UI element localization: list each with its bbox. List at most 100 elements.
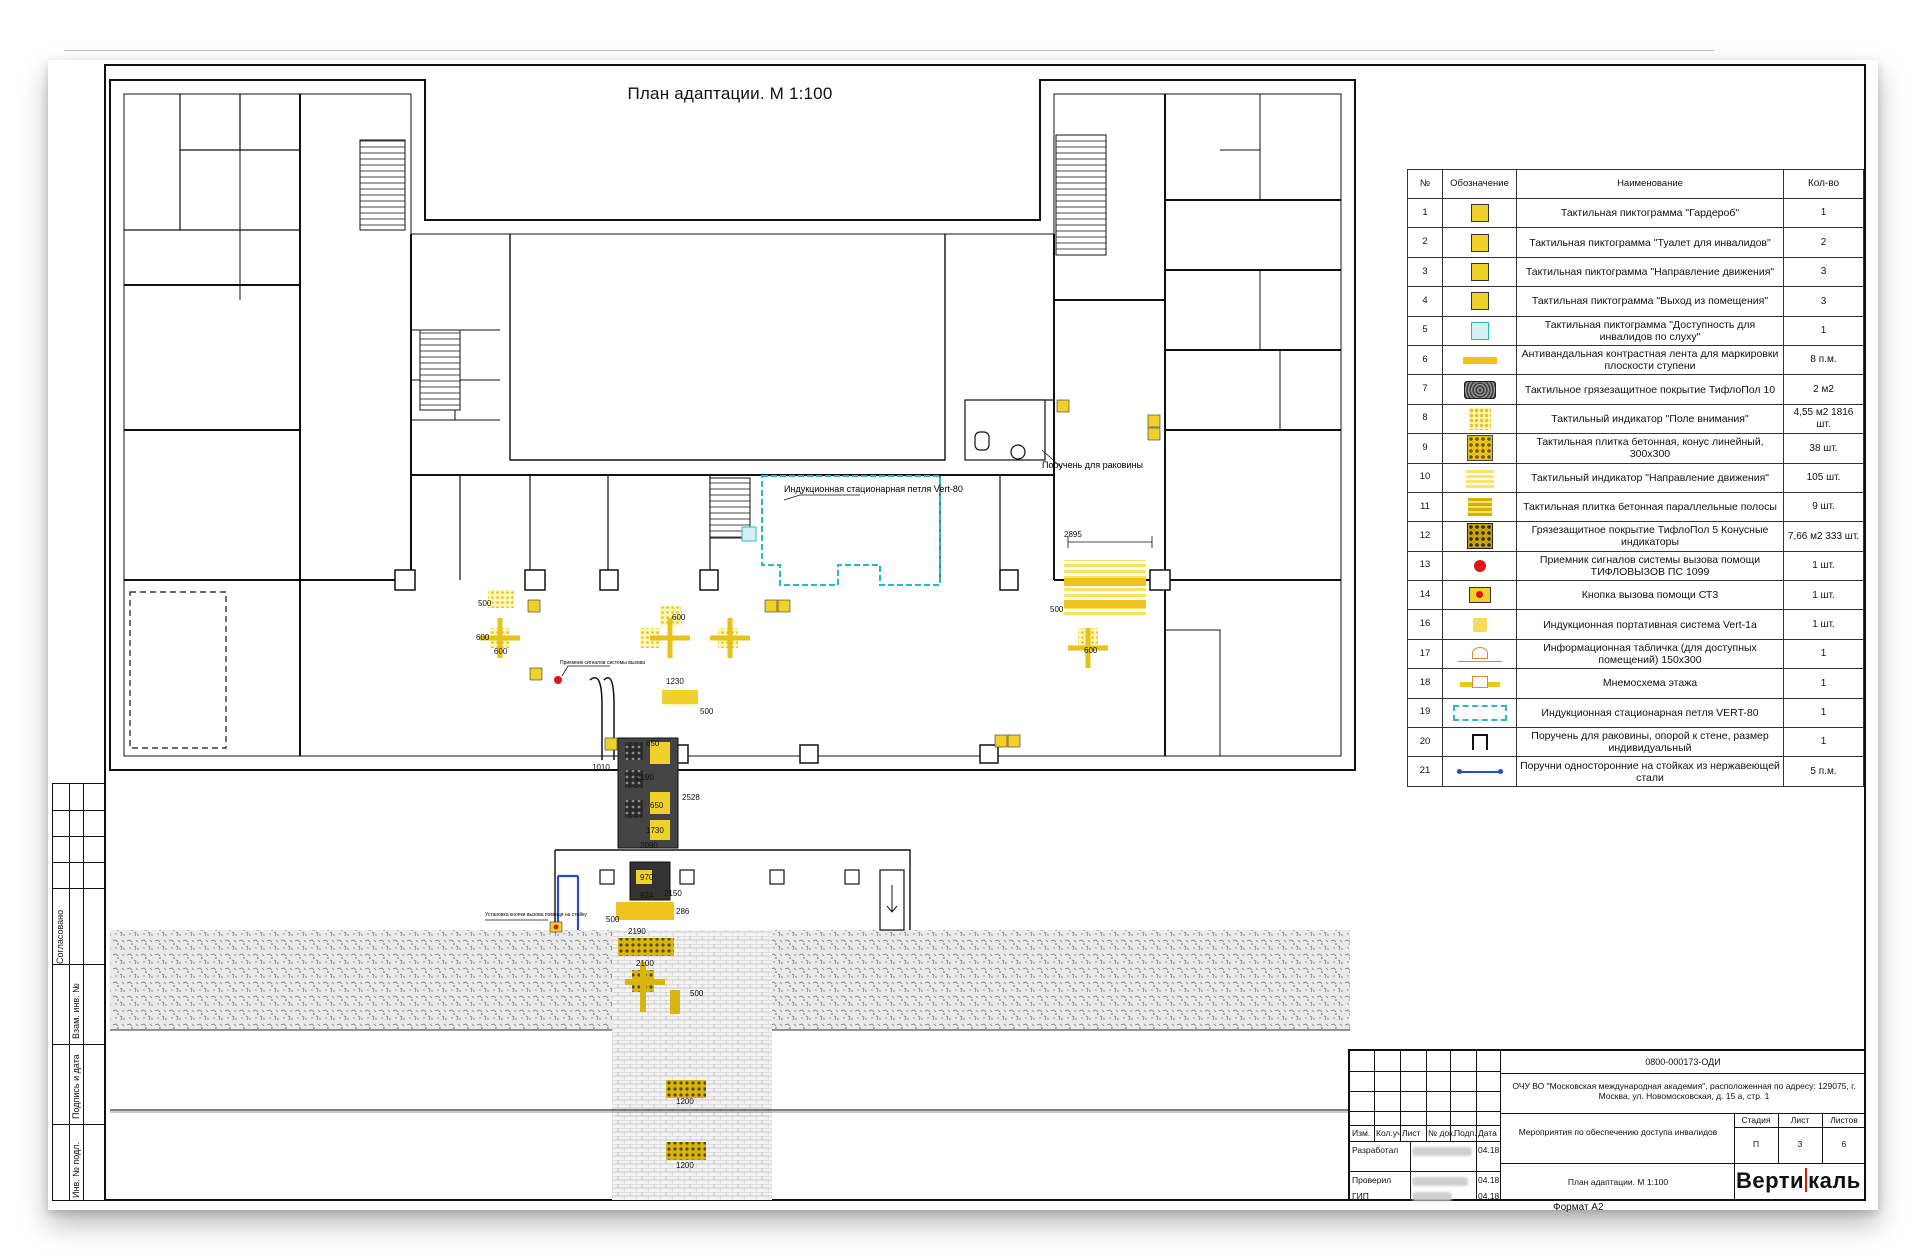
dim-600: 600 [1084, 646, 1098, 655]
sheets-value: 6 [1841, 1139, 1847, 1149]
dim-500: 500 [478, 599, 492, 608]
legend-name: Антивандальная контрастная лента для мар… [1516, 344, 1784, 376]
legend-qty: 1 [1783, 315, 1864, 346]
legend-no: 12 [1407, 521, 1443, 552]
call-button-icon [1468, 587, 1491, 604]
pictogram-direction-icon [1470, 262, 1489, 281]
col-kol: Кол.уч [1376, 1128, 1402, 1138]
legend-no: 4 [1407, 286, 1443, 317]
legend-qty: 1 [1783, 197, 1864, 229]
info-plate-icon [1457, 646, 1502, 662]
legend-no: 3 [1407, 256, 1443, 288]
legend-qty: 1 шт. [1783, 609, 1864, 640]
dim-650: 650 [650, 801, 664, 810]
brand-text-1: Верти [1736, 1168, 1805, 1193]
sheets-label: Листов [1830, 1115, 1858, 1125]
legend-name: Информационная табличка (для доступных п… [1516, 638, 1784, 670]
dim-970: 970 [640, 873, 654, 882]
legend-qty: 38 шт. [1783, 433, 1864, 464]
col-date: Дата [1478, 1128, 1497, 1138]
pictogram-exit-icon [1470, 292, 1489, 311]
mnemonic-scheme-icon [1458, 676, 1502, 690]
legend-no: 19 [1407, 697, 1443, 729]
legend-name: Тактильное грязезащитное покрытие ТифлоП… [1516, 374, 1784, 405]
redacted-name [1412, 1177, 1468, 1186]
parallel-stripes-tile-icon [1467, 498, 1492, 517]
portable-induction-icon [1472, 617, 1487, 632]
legend-name: Кнопка вызова помощи СТ3 [1516, 580, 1784, 611]
title-block: 0800-000173-ОДИ ОЧУ ВО "Московская между… [1348, 1049, 1866, 1201]
legend-name: Индукционная стационарная петля VERT-80 [1516, 697, 1784, 729]
legend-qty: 105 шт. [1783, 462, 1864, 493]
attention-field-icon [1468, 407, 1491, 430]
legend-qty: 5 п.м. [1783, 756, 1864, 787]
dim-2100: 2100 [636, 959, 654, 968]
legend-name: Тактильная плитка бетонная, конус линейн… [1516, 433, 1784, 464]
induction-loop-icon [1452, 704, 1507, 721]
legend-qty: 1 [1783, 697, 1864, 729]
role-developer: Разработал [1352, 1145, 1399, 1155]
legend-name: Поручни односторонние на стойках из нерж… [1516, 756, 1784, 787]
stamp-sign-date: Подпись и дата [71, 1054, 81, 1119]
legend-row: 6 Антивандальная контрастная лента для ма… [1407, 344, 1864, 376]
dim-2190: 2190 [636, 773, 654, 782]
legend-no: 20 [1407, 727, 1443, 758]
legend-no: 2 [1407, 227, 1443, 258]
brand-text-2: каль [1808, 1168, 1861, 1193]
dim-2150: 2150 [664, 889, 682, 898]
top-divider [64, 50, 1714, 51]
legend-name: Тактильный индикатор "Направление движен… [1516, 462, 1784, 493]
legend-name: Тактильная плитка бетонная параллельные … [1516, 491, 1784, 523]
legend-name: Приемник сигналов системы вызова помощи … [1516, 550, 1784, 582]
direction-indicator-icon [1465, 467, 1494, 488]
brand-accent-mark [1805, 1168, 1808, 1192]
sheet-label: Лист [1790, 1115, 1810, 1125]
legend-header-row: № Обозначение Наименование Кол-во [1407, 169, 1864, 199]
pictogram-toilet-icon [1470, 233, 1489, 252]
legend-name: Мнемосхема этажа [1516, 668, 1784, 699]
legend-no: 16 [1407, 609, 1443, 640]
sheet-name: План адаптации. М 1:100 [1567, 1177, 1669, 1187]
dim-2190: 2190 [628, 927, 646, 936]
legend-row: 19 Индукционная стационарная петля VERT-8… [1407, 697, 1864, 729]
legend-no: 5 [1407, 315, 1443, 346]
dim-600: 600 [476, 633, 490, 642]
legend-qty: 1 [1783, 638, 1864, 670]
legend-header-name: Наименование [1516, 169, 1784, 199]
legend-row: 12 Грязезащитное покрытие ТифлоПол 5 Кону… [1407, 521, 1864, 552]
dim-600: 600 [494, 647, 508, 656]
legend-qty: 2 [1783, 227, 1864, 258]
dim-286: 286 [676, 907, 690, 916]
legend-name: Тактильная пиктограмма "Направление движ… [1516, 256, 1784, 288]
stamp-inv-orig: Инв. № подл. [71, 1141, 81, 1198]
legend-no: 6 [1407, 344, 1443, 376]
role-date: 04.18 [1478, 1175, 1500, 1185]
button-annotation: Установка кнопки вызова помощи на стойку [485, 911, 587, 918]
dim-2895: 2895 [1064, 530, 1082, 539]
legend-header-no: № [1407, 169, 1443, 199]
role-date: 04.18 [1478, 1145, 1500, 1155]
dim-500: 500 [1050, 605, 1064, 614]
legend-qty: 4,55 м2 1816 шт. [1783, 403, 1864, 435]
induction-loop-outline [761, 475, 941, 586]
work-title: Мероприятия по обеспечению доступа инвал… [1518, 1127, 1718, 1137]
paper-format: Формат А2 [1553, 1202, 1604, 1213]
dim-650: 650 [646, 739, 660, 748]
steel-handrails [556, 874, 580, 930]
org-address: ОЧУ ВО "Московская международная академи… [1512, 1081, 1856, 1102]
legend-name: Грязезащитное покрытие ТифлоПол 5 Конусн… [1516, 521, 1784, 552]
contrast-tape-icon [1462, 356, 1497, 364]
stamp-inv-replace: Взам. инв. № [71, 983, 81, 1039]
cone-indicators-coating-icon [1466, 523, 1493, 550]
